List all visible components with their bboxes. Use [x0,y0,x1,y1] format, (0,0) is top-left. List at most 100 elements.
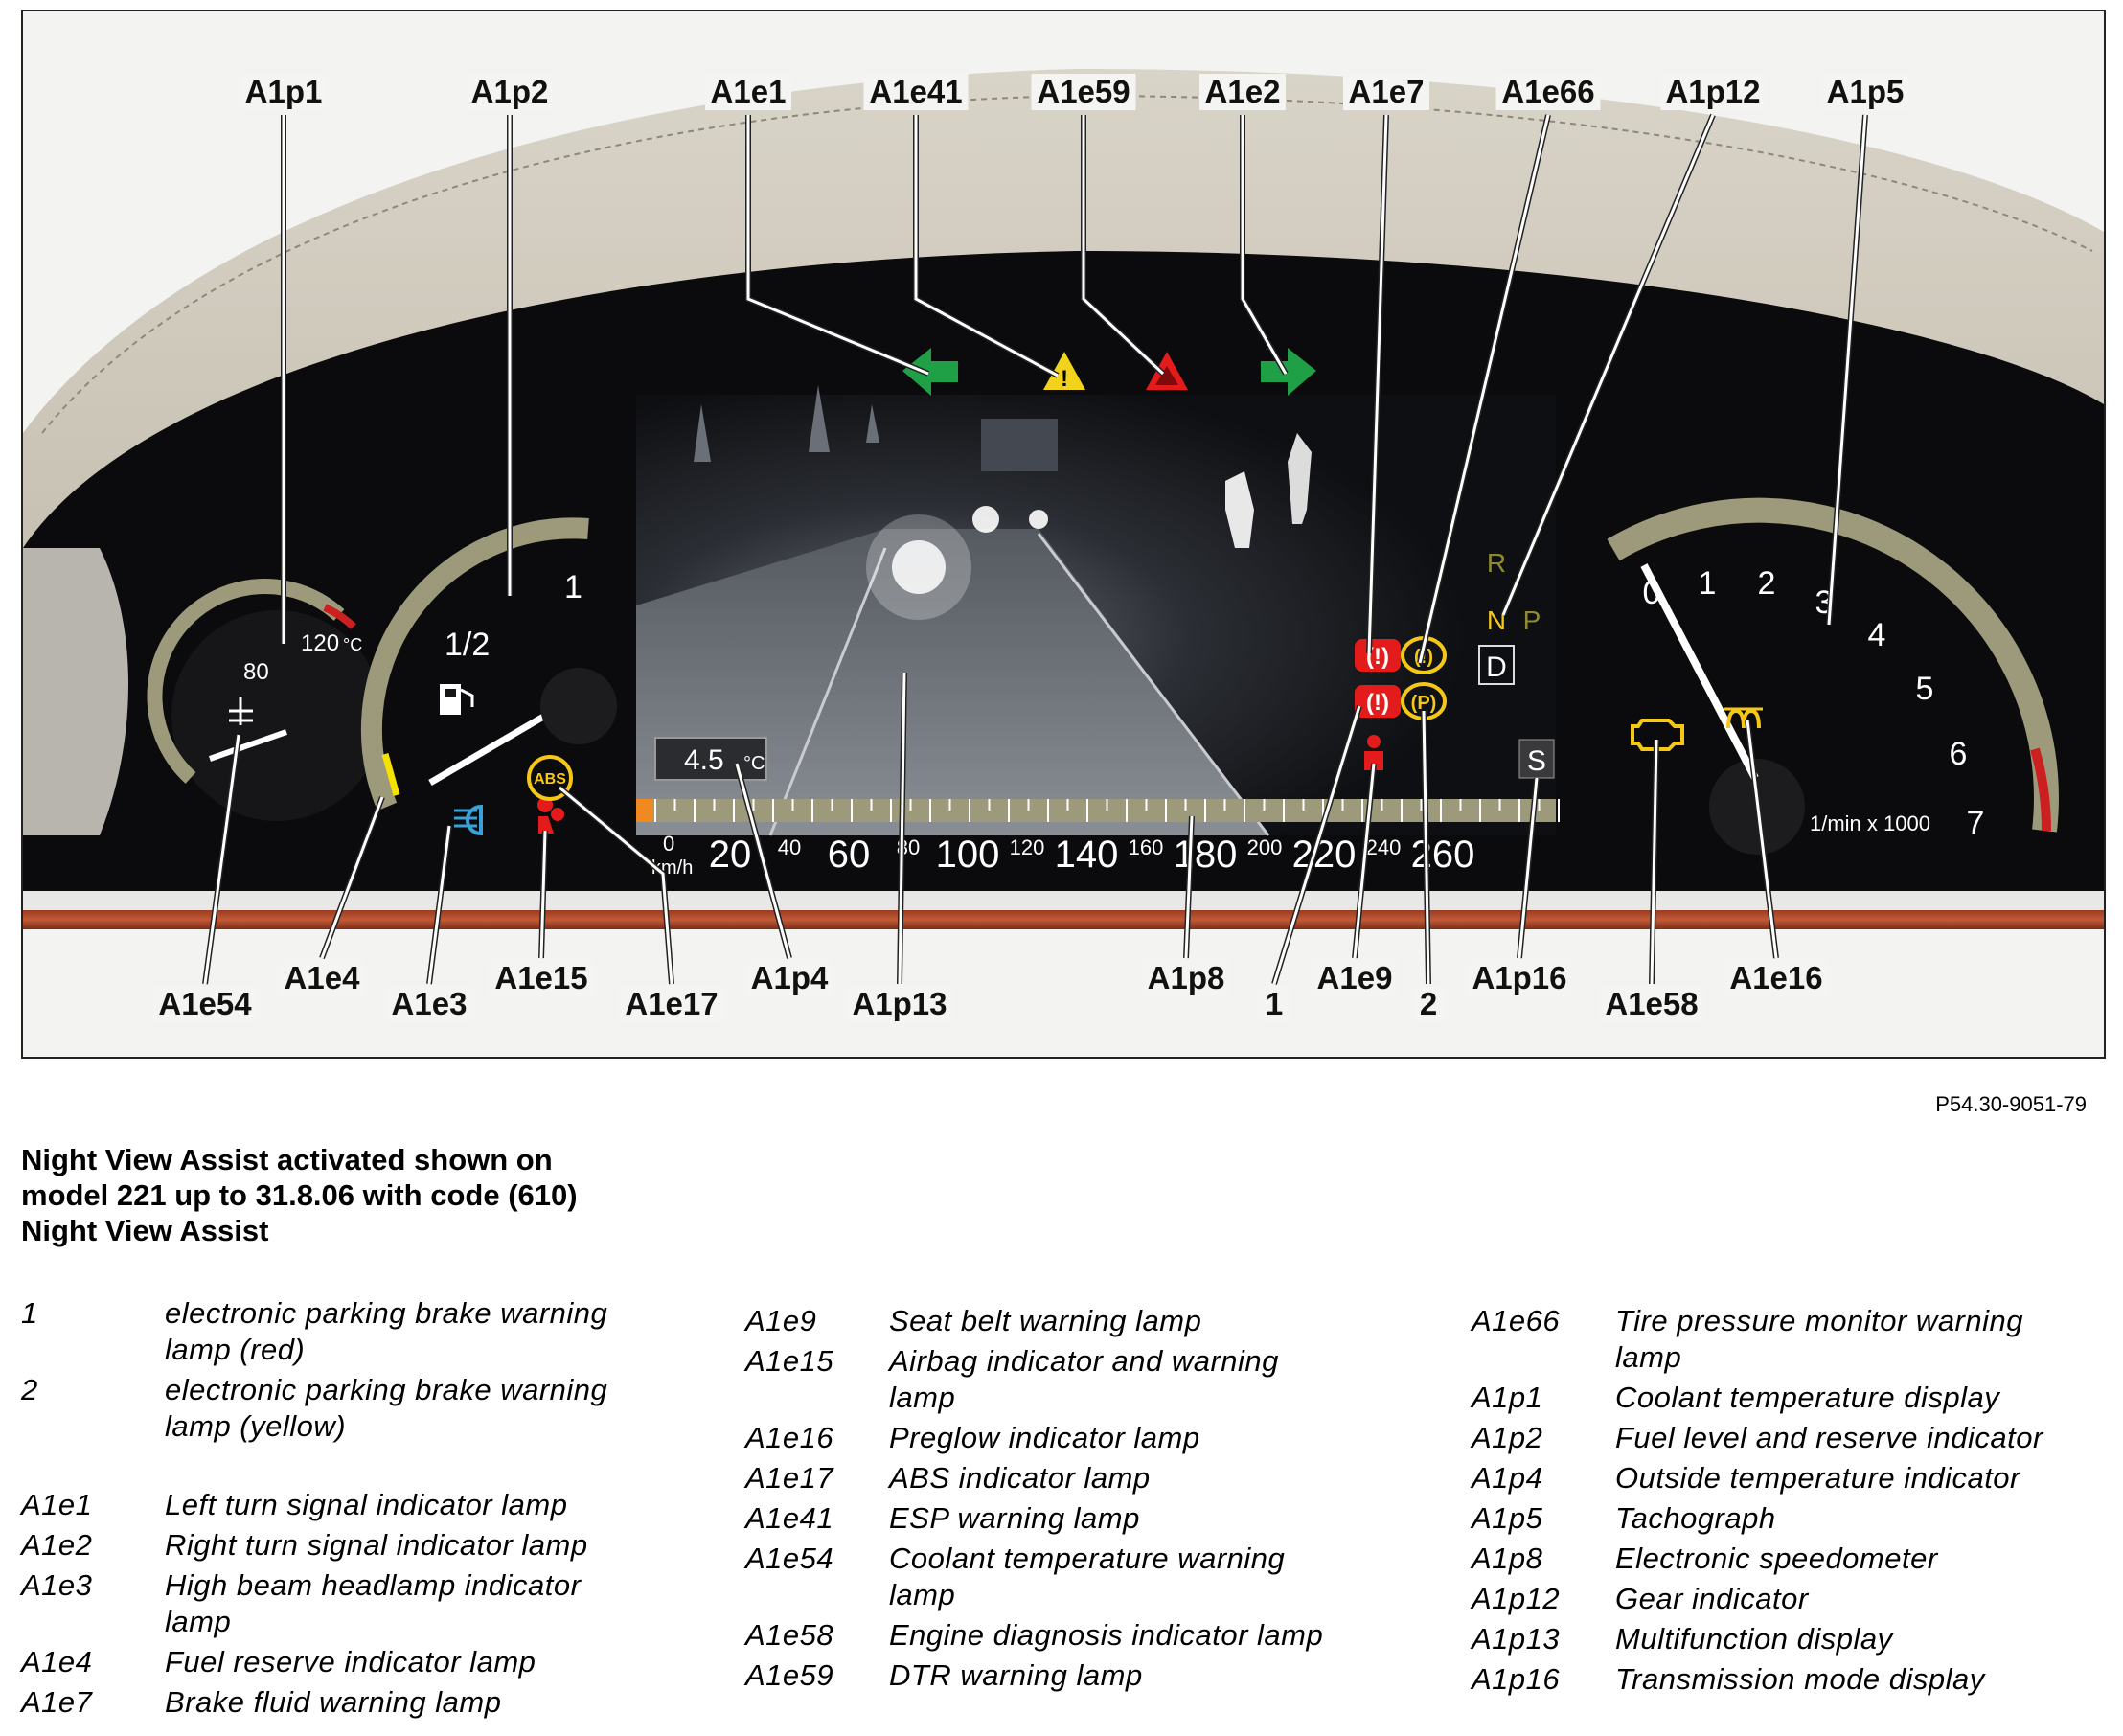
legend-code: A1e16 [745,1421,834,1454]
callout-label: A1p8 [1148,960,1225,995]
caption-line-3: Night View Assist [21,1214,269,1247]
callout-label: A1e4 [285,960,361,995]
coolant-gauge: 80 120 °C [147,579,382,821]
legend-description-line: Electronic speedometer [1615,1542,1938,1575]
legend-description: Seat belt warning lamp [889,1303,1416,1339]
fuel-pump-icon [440,684,474,715]
speed-label-major: 140 [1055,834,1119,876]
legend-code: A1p5 [1472,1501,1543,1535]
legend-description-line: lamp [1615,1340,1682,1374]
high-beam-icon [454,804,483,836]
legend-code: A1e59 [745,1658,834,1692]
legend-description-line: Tire pressure monitor warning [1615,1304,2023,1337]
legend-code: A1e17 [745,1461,834,1495]
legend-description-line: lamp (red) [165,1333,306,1366]
legend-description: Transmission mode display [1615,1661,2104,1698]
legend-description: Preglow indicator lamp [889,1420,1416,1456]
svg-text:R: R [1487,548,1506,578]
callout-label: 1 [1266,986,1283,1021]
fuel-half-label: 1/2 [445,627,490,663]
callout-label: A1e17 [625,986,718,1021]
svg-text:ABS: ABS [534,771,566,788]
svg-text:(!): (!) [1366,690,1389,716]
callout-label: A1p16 [1472,960,1566,995]
legend-description: Gear indicator [1615,1581,2104,1617]
speed-label-minor: 160 [1129,835,1164,859]
callout-label: A1e16 [1729,960,1822,995]
legend-description-line: High beam headlamp indicator [165,1568,582,1602]
legend-code: A1e1 [21,1488,93,1521]
callout-label: A1p5 [1827,74,1905,109]
speed-label-major: 260 [1411,834,1475,876]
legend-code: A1p8 [1472,1542,1543,1575]
legend-description-line: DTR warning lamp [889,1658,1143,1692]
night-view-display [636,385,1556,836]
abs-icon: ABS [527,755,573,801]
left-turn-signal-icon [902,348,958,396]
legend-item: A1p13 Multifunction display [1472,1621,2104,1657]
legend-description-line: Gear indicator [1615,1582,1809,1615]
legend-description-line: Brake fluid warning lamp [165,1685,502,1719]
callout-label: A1e66 [1501,74,1594,109]
speed-label-major: 20 [709,834,752,876]
brake-fluid-warning-icon: (!) [1355,639,1401,672]
coolant-unit: °C [343,635,362,654]
speed-label-major: 100 [936,834,1000,876]
callout-label: A1e58 [1605,986,1698,1021]
leader-lines [203,114,1867,985]
caption-line-2: model 221 up to 31.8.06 with code (610) [21,1178,578,1212]
legend-description-line: Transmission mode display [1615,1662,1985,1696]
tacho-label: 4 [1868,617,1886,653]
legend-description: DTR warning lamp [889,1657,1416,1694]
legend-description: Outside temperature indicator [1615,1460,2104,1496]
tacho-label: 6 [1950,736,1968,772]
callout-label: A1e1 [711,74,787,109]
legend-description-line: Multifunction display [1615,1622,1893,1656]
legend-description-line: Fuel level and reserve indicator [1615,1421,2043,1454]
legend-description-line: Preglow indicator lamp [889,1421,1200,1454]
instrument-cluster-figure: 80 120 °C 1 1/2 ABS [21,10,2106,1059]
legend-description-line: electronic parking brake warning [165,1296,608,1330]
preglow-icon [1724,707,1763,729]
speed-label-major: 60 [828,834,871,876]
legend-description: Fuel level and reserve indicator [1615,1420,2104,1456]
figure-code: P54.30-9051-79 [1935,1092,2087,1116]
legend-description-line: Right turn signal indicator lamp [165,1528,588,1562]
coolant-80: 80 [243,659,269,685]
legend-description-line: lamp [165,1605,232,1638]
seat-belt-warning-icon [1364,735,1383,770]
speed-label-major: 220 [1292,834,1357,876]
coolant-temp-icon [229,697,253,725]
legend-description-line: Airbag indicator and warning [889,1344,1279,1378]
legend-code: A1p13 [1472,1622,1561,1656]
legend-description-line: Fuel reserve indicator lamp [165,1645,536,1679]
legend-code: A1p16 [1472,1662,1561,1696]
tacho-label: 2 [1758,565,1776,602]
legend-code: A1e4 [21,1645,93,1679]
caption-line-1: Night View Assist activated shown on [21,1143,553,1176]
legend-description-line: Seat belt warning lamp [889,1304,1202,1337]
transmission-mode-display: S [1518,739,1555,779]
legend-code: 1 [21,1296,38,1330]
speed-label-major: 180 [1174,834,1238,876]
legend-description: ESP warning lamp [889,1500,1416,1537]
figure-caption: Night View Assist activated shown on mod… [21,1142,711,1248]
legend-item: A1e4 Fuel reserve indicator lamp [21,1644,673,1680]
legend-code: A1e3 [21,1568,93,1602]
legend-description-line: Left turn signal indicator lamp [165,1488,568,1521]
legend-code: A1e9 [745,1304,817,1337]
